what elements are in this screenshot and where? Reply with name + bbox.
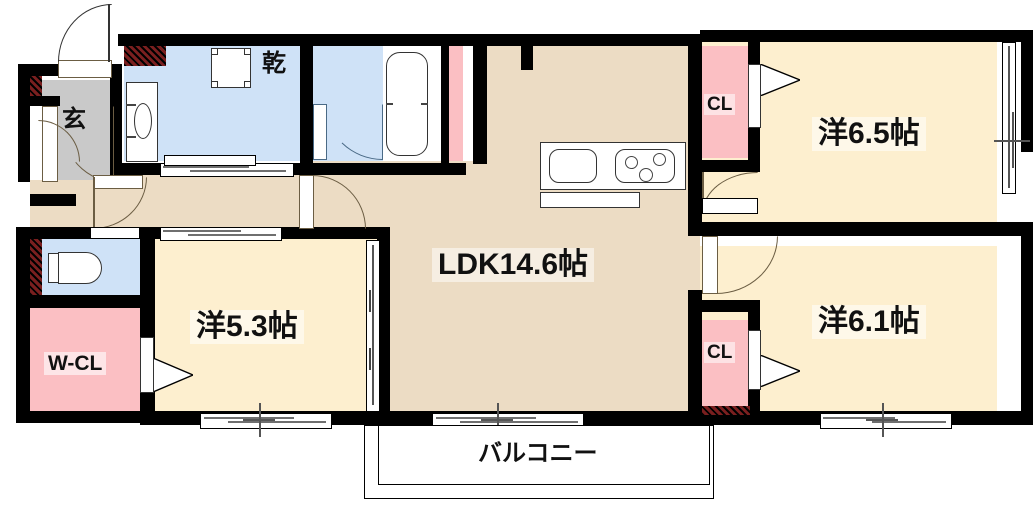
window-bedroom-west-east-tick2 <box>369 348 371 370</box>
wall-toilet-right <box>140 227 155 423</box>
gas-burner-3 <box>639 168 653 182</box>
label-walk-in-closet: W-CL <box>44 352 107 375</box>
floor-closet-strip-door <box>463 46 473 161</box>
bathtub-waist-left <box>386 103 393 105</box>
window-bedroom-west-north-sash2 <box>188 234 276 236</box>
kitchen-sink-icon <box>549 149 597 183</box>
label-closet-south: CL <box>704 342 736 363</box>
window-bedroom-north-east-mark-v <box>1012 112 1014 168</box>
closet-north-door-marker <box>760 64 800 96</box>
closet-south-door-marker <box>760 355 800 387</box>
window-bedroom-west-south-sash2 <box>228 421 326 423</box>
wall-right-wing-left-lower <box>688 290 702 425</box>
window-bedroom-west-east-sash <box>372 245 374 405</box>
toilet-bowl-icon <box>58 252 102 284</box>
bathtub-waist-right <box>421 103 428 105</box>
wall-closet-n-bottom <box>688 160 758 172</box>
wall-right-outer-bottom <box>1021 236 1033 425</box>
window-ldk-balcony-sash1 <box>436 417 536 419</box>
wall-hatch-closet-s <box>702 406 750 415</box>
wall-hatch-washroom <box>124 46 166 66</box>
closet-south-door-panel[interactable] <box>748 330 761 390</box>
bedroom-north-door-jamb <box>702 172 704 212</box>
wall-bath-right <box>441 46 449 164</box>
wall-genkan-inner <box>30 96 60 106</box>
kitchen-base-cabinet <box>540 192 640 208</box>
window-ldk-balcony-sash2 <box>460 421 578 423</box>
window-bedroom-south-sash2 <box>872 421 946 423</box>
floor-closet-strip <box>449 46 463 161</box>
window-bedroom-west-north-sash1 <box>163 230 241 232</box>
window-washroom-bottom <box>164 155 256 166</box>
washer-foot-bl <box>211 81 218 88</box>
closet-north-bottom-panel <box>702 198 758 214</box>
wall-right-wing-left-upper <box>688 34 702 234</box>
washer-foot-tr <box>244 48 251 55</box>
label-bedroom-south: 洋6.1帖 <box>812 305 926 339</box>
label-ldk: LDK14.6帖 <box>432 248 595 282</box>
wall-bedroom-west-right <box>377 227 390 425</box>
window-bedroom-west-east-tick1 <box>369 290 371 312</box>
entrance-door-jamb <box>108 4 110 62</box>
wall-washroom-bath <box>300 46 313 164</box>
closet-north-door-panel[interactable] <box>748 64 761 128</box>
wall-hatch-toilet <box>30 239 42 295</box>
window-bedroom-north-east-sash <box>1008 46 1010 188</box>
wall-right-outer-mid <box>1021 140 1033 152</box>
wall-top-outer <box>118 34 700 46</box>
floor-closet-south <box>702 320 750 416</box>
bath-door-leaf[interactable] <box>313 104 327 160</box>
window-hall-top-sash1 <box>163 166 249 168</box>
wall-right-outer-top <box>1021 30 1033 140</box>
label-genkan: 玄 <box>62 106 86 133</box>
vanity-sink-icon <box>126 82 158 162</box>
entrance-door-arc <box>58 4 112 62</box>
walk-in-closet-door-panel[interactable] <box>140 337 154 393</box>
wall-between-bedrooms <box>688 222 1033 236</box>
floor-hallway <box>30 175 330 227</box>
wall-closet-s-top <box>688 300 758 312</box>
label-bedroom-north: 洋6.5帖 <box>812 117 926 151</box>
wall-bedroom-north-door-jamb <box>702 222 760 236</box>
washroom-door-jamb <box>93 177 95 227</box>
wall-left-outer2 <box>16 239 30 423</box>
washer-foot-tl <box>211 48 218 55</box>
wall-ldk-left-upper2 <box>521 34 533 70</box>
window-hall-top-sash2 <box>190 170 286 172</box>
gas-burner-2 <box>653 153 666 166</box>
label-bedroom-west: 洋5.3帖 <box>190 310 304 344</box>
wall-left-outer <box>18 64 30 182</box>
wall-bath-right2 <box>473 34 487 164</box>
label-closet-north: CL <box>704 94 736 115</box>
vanity-line-2 <box>126 136 136 138</box>
window-bedroom-south-mark-h <box>866 419 898 421</box>
window-ldk-balcony-mark-h <box>481 419 513 421</box>
wall-hall-left <box>30 194 76 206</box>
balcony-outer-edge <box>364 425 714 499</box>
label-dryer: 乾 <box>262 50 286 77</box>
label-balcony: バルコニー <box>478 440 598 467</box>
gas-burner-1 <box>625 156 638 169</box>
wall-bottom-left <box>16 411 156 423</box>
vanity-basin-icon <box>134 103 152 139</box>
window-bedroom-west-south-mark-h <box>243 419 275 421</box>
wall-top-right <box>700 30 1033 42</box>
wall-toilet-bottom <box>16 295 140 308</box>
window-bedroom-south-sash1 <box>823 417 895 419</box>
washer-foot-br <box>244 81 251 88</box>
window-toilet-top <box>90 227 140 239</box>
walk-in-closet-door-marker <box>153 358 193 392</box>
entrance-door-leaf[interactable] <box>58 60 112 78</box>
vanity-line-1 <box>126 104 136 106</box>
window-ldk-top <box>533 34 535 36</box>
window-bedroom-west-south-sash1 <box>204 417 294 419</box>
